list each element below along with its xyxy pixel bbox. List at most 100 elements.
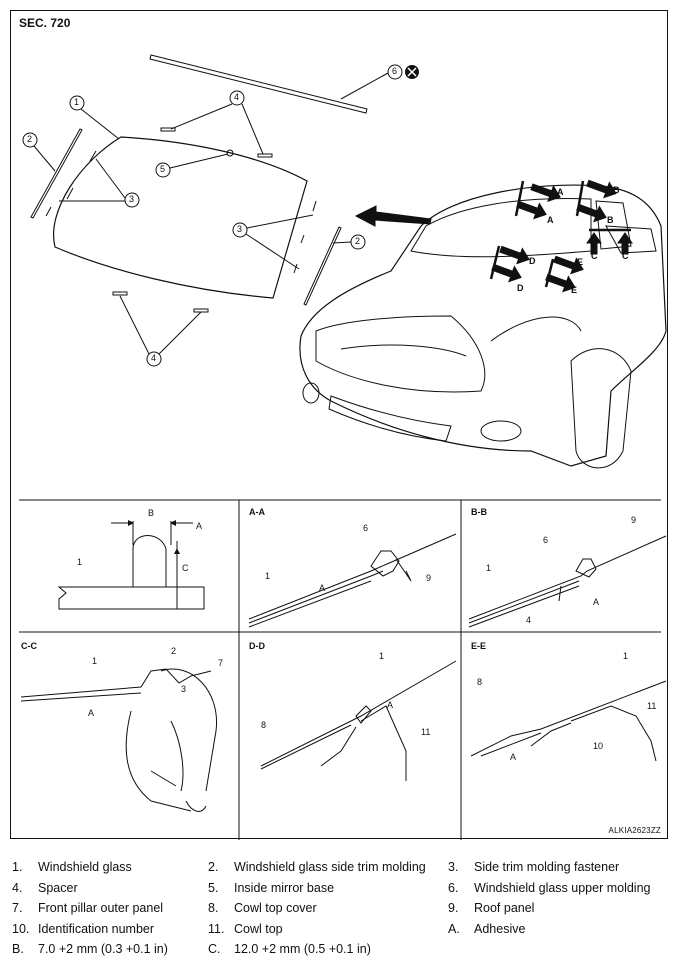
legend-key: 2. [208,860,219,875]
aa-label-1: 1 [265,571,271,581]
car-label-b2: B [607,215,614,225]
legend-item: 1. Windshield glass [12,860,208,874]
panel-title-dd: D-D [249,641,265,651]
panel-title-cc: C-C [21,641,37,651]
legend: 1. Windshield glass 2. Windshield glass sid… [12,857,672,960]
legend-text: Inside mirror base [234,880,335,895]
legend-item: 9. Roof panel [448,901,668,915]
panel-title-ee: E-E [471,641,487,651]
legend-text: Side trim molding fastener [474,860,620,875]
legend-text: Adhesive [474,921,526,936]
callout-6: 6 [392,66,398,76]
aa-label-6: 6 [363,523,369,533]
car-label-d2: D [517,283,524,293]
dd-label-1: 1 [379,651,385,661]
legend-row: B. 7.0 +2 mm (0.3 +0.1 in) C. 12.0 +2 mm (0… [12,939,672,960]
legend-key: 11. [208,921,225,936]
cc-label-a: A [88,708,95,718]
car-label-a1: A [557,187,564,197]
legend-key: C. [208,942,221,957]
aa-label-9: 9 [426,573,432,583]
legend-key: 7. [12,901,23,916]
legend-item: C. 12.0 +2 mm (0.5 +0.1 in) [208,942,448,956]
callout-2-right: 2 [355,236,361,246]
windshield-glass-outline [53,136,308,299]
ee-label-1: 1 [623,651,629,661]
legend-text: Cowl top [234,921,283,936]
legend-key: 4. [12,880,23,895]
cc-label-1: 1 [92,656,98,666]
legend-item: 3. Side trim molding fastener [448,860,668,874]
callout-1: 1 [74,97,80,107]
legend-key: 10. [12,921,30,936]
legend-text: Cowl top cover [234,901,317,916]
legend-text: Spacer [38,880,78,895]
panel-title-aa: A-A [249,507,265,517]
car-silhouette [299,184,667,467]
dd-label-8: 8 [261,720,267,730]
car-label-c2: C [622,251,629,261]
diagram-frame: SEC. 720 ALKIA2623ZZ 6 1 4 2 5 3 3 2 4 A… [10,10,668,840]
legend-key: 9. [448,901,459,916]
car-label-c1: C [591,251,598,261]
panel-title-bb: B-B [471,507,487,517]
legend-row: 4. Spacer 5. Inside mirror base 6. Windshield… [12,878,672,899]
legend-key: 6. [448,880,459,895]
dd-label-a: A [387,700,394,710]
legend-text: Windshield glass side trim molding [234,860,426,875]
bb-label-a: A [593,597,600,607]
callout-4-top: 4 [234,92,240,102]
callout-5: 5 [160,164,166,174]
legend-text: 12.0 +2 mm (0.5 +0.1 in) [234,942,371,957]
legend-text: 7.0 +2 mm (0.3 +0.1 in) [38,942,168,957]
legend-text: Windshield glass [38,860,132,875]
legend-item: 10. Identification number [12,922,208,936]
upper-molding [149,54,368,114]
callout-2-left: 2 [27,134,33,144]
callout-3-right: 3 [237,224,243,234]
car-label-b1: B [613,185,620,195]
legend-item: 4. Spacer [12,881,208,895]
drawing-id: ALKIA2623ZZ [608,826,661,835]
legend-text: Identification number [38,921,155,936]
legend-item: 11. Cowl top [208,922,448,936]
legend-row: 10. Identification number 11. Cowl top A.Adh… [12,919,672,940]
legend-row: 1. Windshield glass 2. Windshield glass sid… [12,857,672,878]
bb-label-4: 4 [526,615,532,625]
legend-key: 3. [448,860,459,875]
dim-label-1: 1 [77,557,83,567]
legend-item: 2. Windshield glass side trim molding [208,860,448,874]
cc-label-3: 3 [181,684,187,694]
ee-label-a: A [510,752,517,762]
callout-3-left: 3 [129,194,135,204]
legend-item: 7. Front pillar outer panel [12,901,208,915]
legend-item: 5. Inside mirror base [208,881,448,895]
legend-key: 5. [208,880,219,895]
ee-label-8: 8 [477,677,483,687]
legend-key: B. [12,942,24,957]
dd-label-11: 11 [421,727,431,737]
car-label-e1: E [577,257,584,267]
section-code: SEC. 720 [19,16,71,30]
legend-item: A.Adhesive [448,922,668,936]
bb-label-6: 6 [543,535,549,545]
ee-label-10: 10 [593,741,604,751]
legend-item: 6. Windshield glass upper molding [448,881,668,895]
legend-text: Front pillar outer panel [38,901,164,916]
legend-key: 1. [12,860,23,875]
legend-row: 7. Front pillar outer panel 8. Cowl top cov… [12,898,672,919]
legend-text: Windshield glass upper molding [474,880,651,895]
diagram-illustration [19,54,667,840]
ee-label-11: 11 [647,701,657,711]
car-label-d1: D [529,256,536,266]
legend-item: B. 7.0 +2 mm (0.3 +0.1 in) [12,942,208,956]
cc-label-7: 7 [218,658,224,668]
dim-label-a: A [196,521,203,531]
cc-label-2: 2 [171,646,177,656]
dim-label-c: C [182,563,189,573]
legend-item: 8. Cowl top cover [208,901,448,915]
legend-text: Roof panel [474,901,535,916]
legend-key: 8. [208,901,219,916]
bb-label-9: 9 [631,515,637,525]
aa-label-a: A [319,583,326,593]
